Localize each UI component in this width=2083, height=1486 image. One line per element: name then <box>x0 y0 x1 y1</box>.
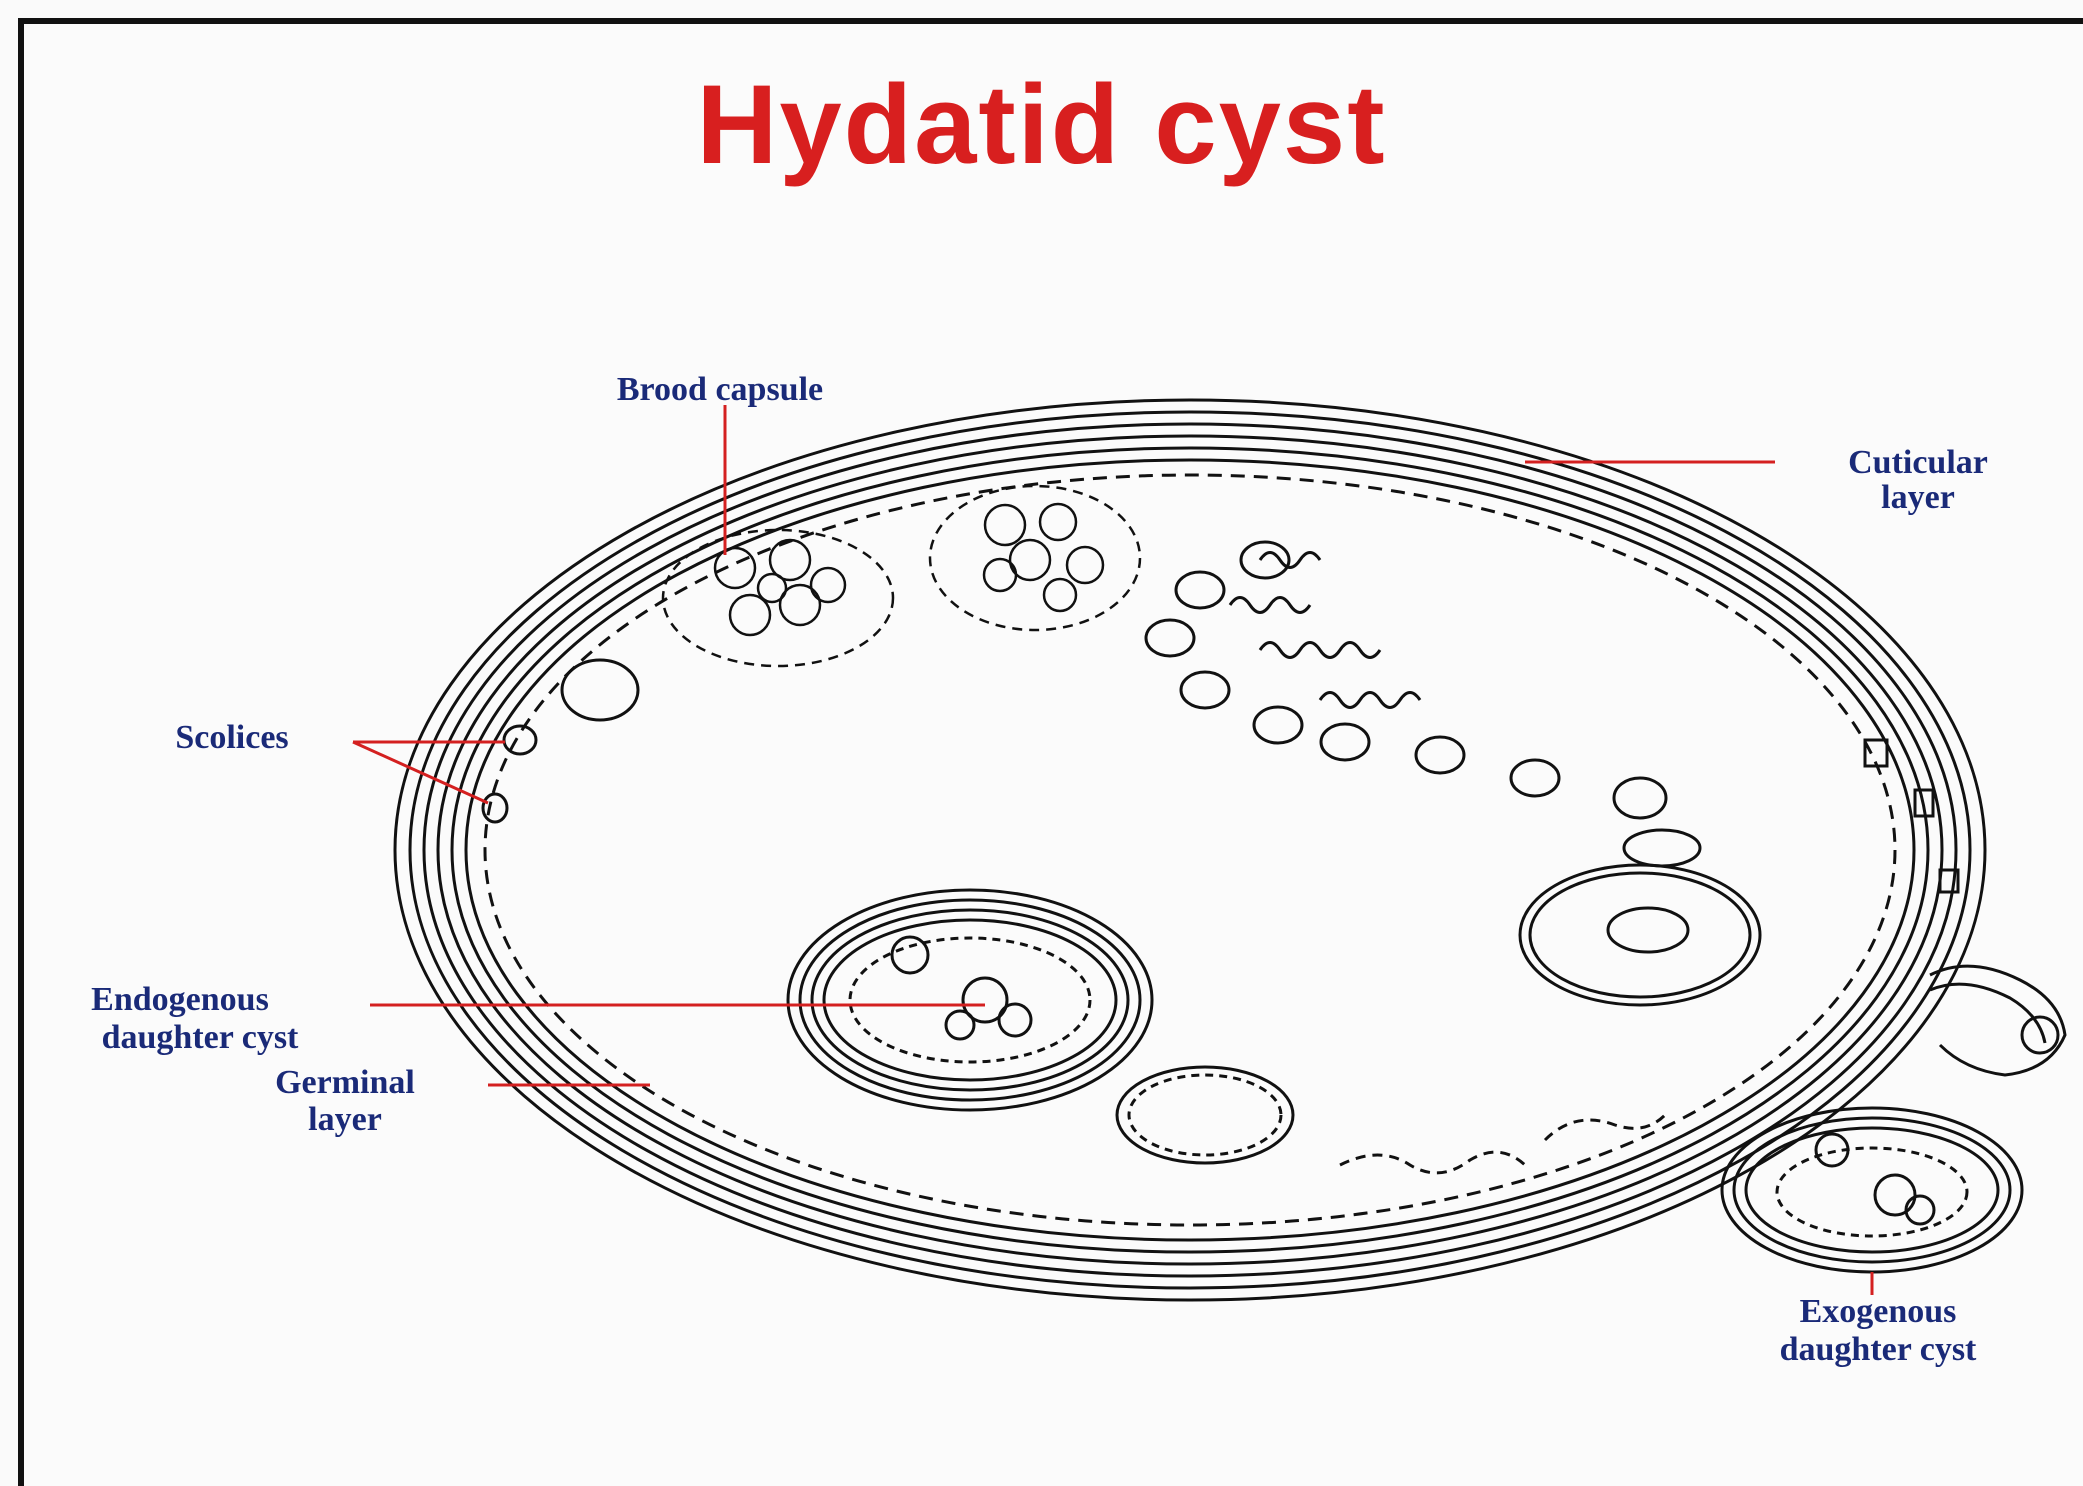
lower-vesicle <box>1117 1067 1293 1163</box>
leader-lines <box>353 405 1872 1295</box>
attached-scolices <box>483 660 638 822</box>
exogenous-bud <box>1865 740 2065 1075</box>
endogenous-daughter-cyst <box>788 890 1152 1110</box>
label-endogenous-daughter-cyst-line2: daughter cyst <box>102 1019 299 1056</box>
label-endogenous-daughter-cyst: Endogenous <box>91 981 269 1018</box>
small-vesicle <box>1520 865 1760 1005</box>
label-brood-capsule: Brood capsule <box>617 371 823 408</box>
label-germinal-layer: Germinal <box>275 1064 415 1101</box>
label-exogenous-daughter-cyst-line2: daughter cyst <box>1780 1331 1977 1368</box>
label-germinal-layer-line2: layer <box>308 1101 382 1138</box>
germinal-layer-line <box>485 475 1895 1225</box>
label-cuticular-layer: Cuticular <box>1848 444 1988 481</box>
free-scolices-chain <box>1146 542 1700 866</box>
cyst-outer-wall <box>395 400 1985 1300</box>
brood-capsule-upper <box>930 486 1140 630</box>
label-exogenous-daughter-cyst: Exogenous <box>1800 1293 1957 1330</box>
label-scolices: Scolices <box>175 719 288 756</box>
exogenous-daughter-cyst <box>1722 1108 2022 1272</box>
label-cuticular-layer-line2: layer <box>1881 479 1955 516</box>
